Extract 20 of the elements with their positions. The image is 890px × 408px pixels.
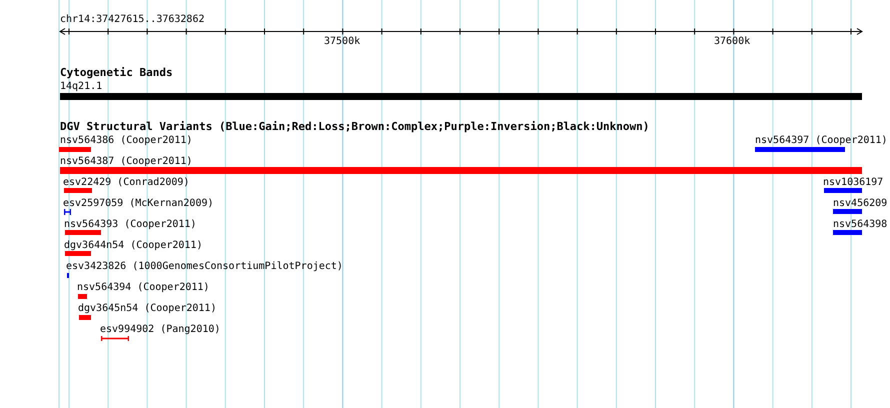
- variant-label: nsv564397 (Cooper2011): [755, 135, 888, 146]
- band-name: 14q21.1: [60, 81, 102, 92]
- variant-label: nsv564387 (Cooper2011): [60, 156, 192, 167]
- variant-label: nsv564386 (Cooper2011): [60, 135, 192, 146]
- variant-label: nsv564398: [833, 219, 888, 230]
- variant-label: nsv1036197: [823, 177, 884, 188]
- variant-label: esv2597059 (McKernan2009): [63, 198, 214, 209]
- variant-label: nsv564394 (Cooper2011): [77, 282, 210, 293]
- coordinate-range: chr14:37427615..37632862: [60, 14, 204, 25]
- variant-label: esv22429 (Conrad2009): [63, 177, 190, 188]
- variant-label: nsv456209: [833, 198, 888, 209]
- tick-label: 37500k: [324, 36, 360, 47]
- tick-label: 37600k: [714, 36, 750, 47]
- variant-label: nsv564393 (Cooper2011): [64, 219, 196, 230]
- variant-label: dgv3644n54 (Cooper2011): [64, 240, 202, 251]
- variant-label: esv3423826 (1000GenomesConsortiumPilotProject): [66, 261, 343, 272]
- variant-label: dgv3645n54 (Cooper2011): [78, 303, 216, 314]
- track-heading: DGV Structural Variants (Blue:Gain;Red:Loss;Brown:Complex;Purple:Inversion;Black:Unknown): [60, 121, 650, 132]
- variant-label: esv994902 (Pang2010): [100, 324, 220, 335]
- track-heading: Cytogenetic Bands: [60, 67, 173, 78]
